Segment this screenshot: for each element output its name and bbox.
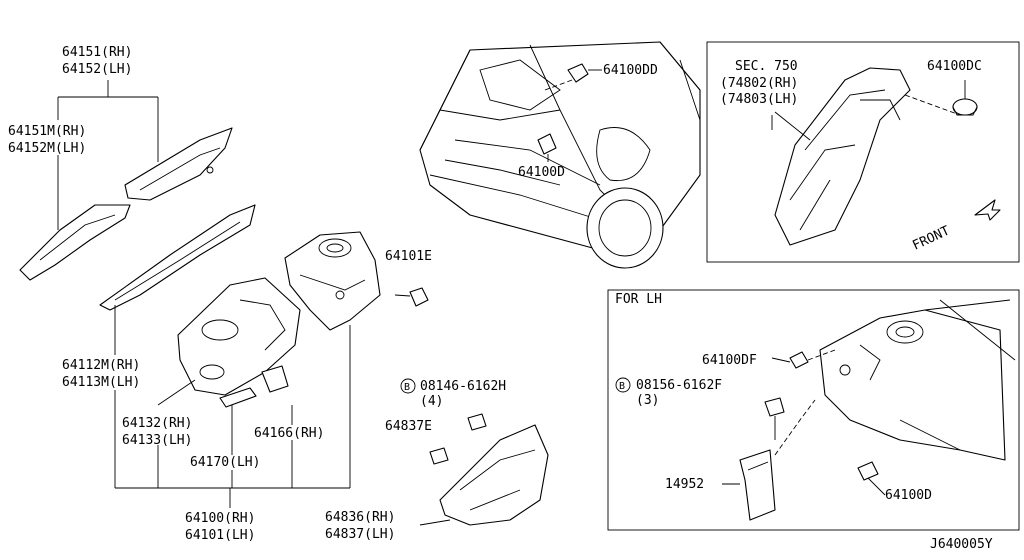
label-64837e: 64837E [385, 419, 432, 434]
label-64100d-upper: 64100D [518, 165, 565, 180]
label-74803-lh: (74803(LH) [720, 92, 798, 107]
label-64100dd: 64100DD [603, 63, 658, 78]
part-64836-bracket [429, 413, 549, 526]
label-64170-lh: 64170(LH) [190, 455, 260, 470]
bolt-b-letter: B [404, 382, 410, 393]
diagram-id: J640005Y [930, 537, 993, 552]
label-64101-lh: 64101(LH) [185, 528, 255, 543]
label-64151-rh: 64151(RH) [62, 45, 132, 60]
part-64151-upper-rail [124, 127, 233, 201]
part-64170-bracket [219, 387, 257, 408]
grommet-64101e [394, 287, 429, 307]
part-14952-bracket [739, 399, 816, 521]
label-08156-qty: (3) [636, 393, 659, 408]
sec750-bracket [774, 67, 978, 246]
label-64113m-lh: 64113M(LH) [62, 375, 140, 390]
label-64100-rh: 64100(RH) [185, 511, 255, 526]
label-64100d-lower: 64100D [885, 488, 932, 503]
label-64151m-rh: 64151M(RH) [8, 124, 86, 139]
label-64133-lh: 64133(LH) [122, 433, 192, 448]
part-64151m-hood-ledge [19, 204, 131, 281]
car-front-view [419, 41, 701, 269]
label-64152-lh: 64152(LH) [62, 62, 132, 77]
bolt-b-circle-icon-lh [615, 377, 631, 393]
grommet-64100dd [544, 63, 602, 91]
label-64132-rh: 64132(RH) [122, 416, 192, 431]
lh-strut-assembly [819, 299, 1016, 461]
label-sec750: SEC. 750 [735, 59, 798, 74]
bolt-b-letter-lh: B [619, 381, 625, 392]
label-08156: 08156-6162F [636, 378, 722, 393]
label-08146: 08146-6162H [420, 379, 506, 394]
grommet-64100d-lower [857, 461, 879, 481]
inset-frame-sec750 [706, 41, 1020, 263]
label-74802-rh: (74802(RH) [720, 76, 798, 91]
label-front: FRONT [910, 223, 952, 253]
part-64100-strut-housing [284, 231, 381, 331]
front-arrow-icon [974, 199, 1001, 221]
label-64837-lh: 64837(LH) [325, 527, 395, 542]
label-for-lh: FOR LH [615, 292, 662, 307]
inset-frame-for-lh [607, 289, 1020, 531]
bolt-08156 [764, 397, 785, 440]
label-14952: 14952 [665, 477, 704, 492]
part-64112m-apron [99, 204, 256, 311]
label-64100df: 64100DF [702, 353, 757, 368]
label-64166-rh: 64166(RH) [254, 426, 324, 441]
label-64836-rh: 64836(RH) [325, 510, 395, 525]
grommet-64100d-upper [537, 133, 557, 162]
part-64166-bracket [261, 365, 289, 393]
bolt-b-circle-icon [400, 378, 416, 394]
label-64112m-rh: 64112M(RH) [62, 358, 140, 373]
label-08146-qty: (4) [420, 394, 443, 409]
label-64100dc: 64100DC [927, 59, 982, 74]
leader-lines [57, 80, 886, 526]
label-64152m-lh: 64152M(LH) [8, 141, 86, 156]
part-64132-hoodledge-front [177, 277, 301, 396]
label-64101e: 64101E [385, 249, 432, 264]
grommet-64100df [789, 349, 836, 369]
